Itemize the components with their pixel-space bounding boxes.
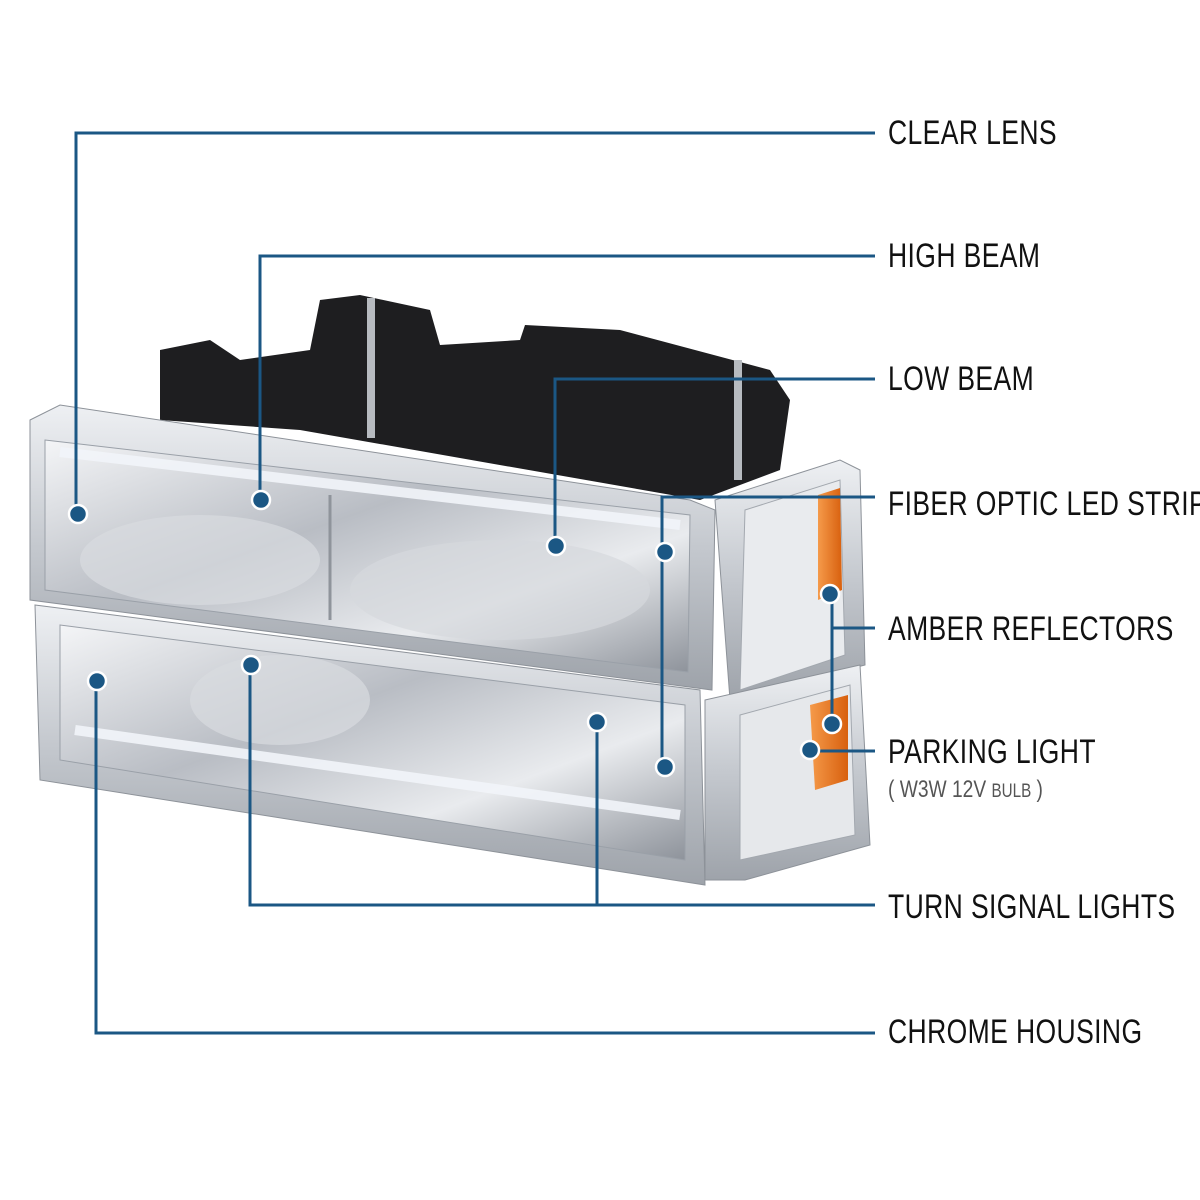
paren-open: ( (888, 776, 895, 803)
leader-high-beam (258, 254, 875, 500)
leader-clear-lens (74, 131, 875, 514)
label-parking-light: PARKING LIGHT (888, 733, 1096, 771)
label-low-beam: LOW BEAM (888, 360, 1035, 398)
dot-high-beam (250, 489, 272, 511)
rear-housing (160, 295, 790, 500)
corner-lamp-unit (704, 459, 871, 881)
dot-amber-1 (819, 583, 841, 605)
turn-signal-unit (34, 604, 706, 886)
dot-amber-2 (821, 713, 843, 735)
dot-turn-1 (240, 654, 262, 676)
leader-fiber-optic (660, 495, 875, 767)
bulb-word: BULB (991, 781, 1032, 802)
label-chrome-housing: CHROME HOUSING (888, 1013, 1143, 1051)
leader-lines (74, 131, 875, 1035)
parking-bulb-spec: ( W3W 12V BULB ) (888, 776, 1043, 804)
label-amber-reflectors: AMBER REFLECTORS (888, 610, 1174, 648)
dot-clear-lens (67, 503, 89, 525)
label-turn-signal: TURN SIGNAL LIGHTS (888, 888, 1176, 926)
leader-chrome (94, 681, 875, 1035)
headlight-unit (29, 404, 716, 691)
dot-parking (799, 739, 821, 761)
dot-fiber-2 (654, 756, 676, 778)
dot-turn-2 (586, 711, 608, 733)
leader-low-beam (553, 377, 875, 546)
paren-close: ) (1036, 776, 1043, 803)
label-clear-lens: CLEAR LENS (888, 114, 1057, 152)
dot-chrome (86, 670, 108, 692)
dot-low-beam (545, 535, 567, 557)
dot-fiber-1 (654, 541, 676, 563)
leader-turn-signal (248, 665, 875, 907)
label-fiber-optic: FIBER OPTIC LED STRIPS (888, 485, 1200, 523)
label-high-beam: HIGH BEAM (888, 237, 1041, 275)
bulb-spec: W3W 12V (899, 776, 987, 803)
callout-dots (67, 489, 843, 778)
